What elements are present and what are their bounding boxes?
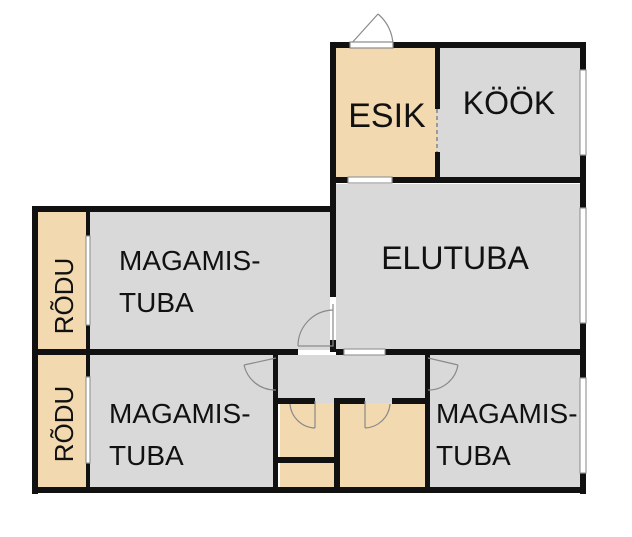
label-bedroom-left-line2: TUBA (109, 440, 184, 471)
label-bedroom-top-line1: MAGAMIS- (119, 245, 261, 276)
room-bathroom (340, 403, 425, 487)
room-bedroom-left (88, 355, 275, 487)
room-closet-small-bottom (280, 462, 335, 487)
label-bedroom-top-line2: TUBA (119, 287, 194, 318)
door-bedroom-right (427, 357, 459, 391)
room-bedroom-top (88, 212, 330, 350)
window-bedroom-right (579, 377, 587, 474)
window-kook (579, 69, 587, 156)
room-elutuba (336, 184, 580, 350)
label-bedroom-left-line1: MAGAMIS- (109, 398, 251, 429)
room-bedroom-right (425, 355, 580, 487)
label-esik: ESIK (348, 97, 426, 135)
label-rodu-bottom: RÕDU (49, 386, 79, 463)
label-bedroom-right-line2: TUBA (436, 440, 511, 471)
opening-esik-elutuba (347, 176, 393, 184)
window-rodu-bottom (85, 376, 91, 464)
window-rodu-top (85, 235, 91, 326)
door-bedroom-left (243, 357, 277, 391)
door-closet (289, 401, 316, 429)
window-elutuba (579, 207, 587, 324)
room-kook (438, 47, 580, 177)
label-kook: KÖÖK (463, 85, 555, 121)
room-corridor (275, 355, 425, 403)
opening-elutuba-corridor (343, 348, 386, 356)
room-rodu-top (38, 212, 88, 350)
doors (243, 13, 459, 429)
label-bedroom-right-line1: MAGAMIS- (436, 398, 578, 429)
room-rodu-bottom (38, 355, 88, 487)
label-rodu-top: RÕDU (49, 258, 79, 335)
room-closet-small-top (280, 403, 335, 458)
door-bedroom-top (297, 304, 334, 347)
windows (85, 69, 587, 474)
label-elutuba: ELUTUBA (381, 240, 529, 276)
door-entrance (349, 13, 394, 46)
room-esik (336, 47, 438, 177)
door-bathroom (364, 401, 391, 429)
